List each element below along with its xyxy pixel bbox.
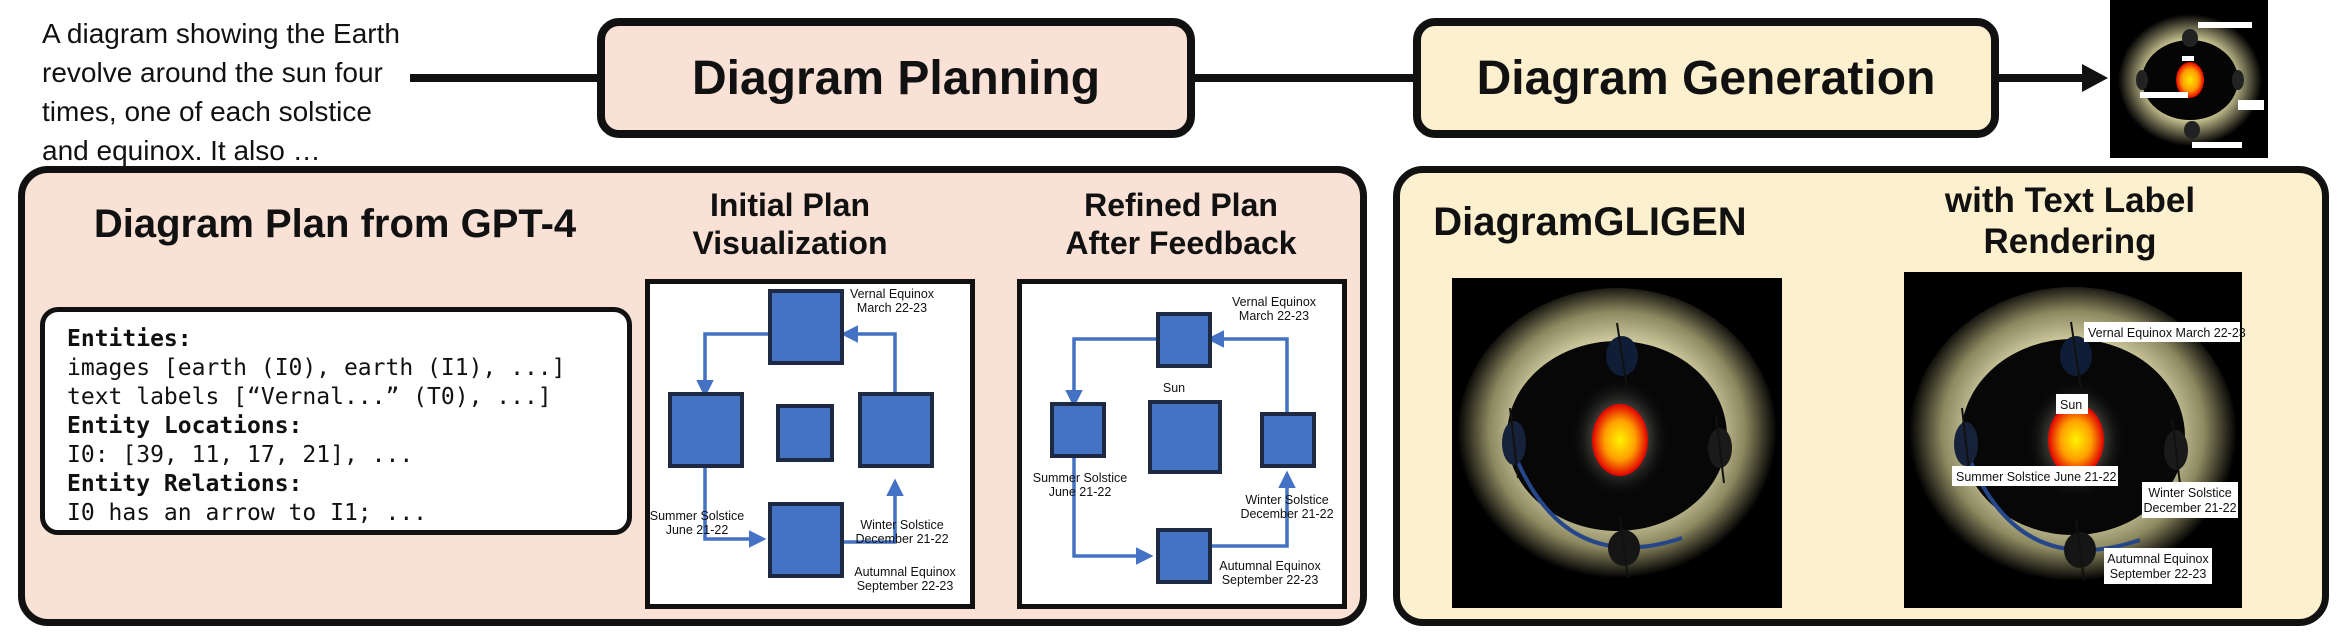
arrowhead-to-output: [2082, 64, 2108, 92]
refined-plan-title: Refined Plan After Feedback: [1016, 186, 1346, 262]
initial-plan-title-line1: Initial Plan: [709, 187, 871, 223]
refined-plan-title-line2: After Feedback: [1065, 225, 1297, 261]
code-relations-header: Entity Relations:: [67, 471, 303, 497]
text-label-rendered-image: Vernal Equinox March 22-23 Sun Summer So…: [1904, 272, 2246, 608]
diagram-generation-stage: Diagram Generation: [1413, 18, 1999, 138]
initial-plan-title: Initial Plan Visualization: [630, 186, 950, 262]
label-autumnal-line1: Autumnal Equinox: [854, 565, 956, 579]
rendered-label-autumnal-bg: [2104, 548, 2212, 584]
arrow-autumnal-to-winter: [1208, 470, 1296, 548]
entity-box-summer: [1050, 402, 1106, 458]
rendered-label-sun: Sun: [2060, 398, 2082, 412]
initial-plan-title-line2: Visualization: [692, 225, 888, 261]
arrow-autumnal-to-winter: [842, 478, 904, 544]
code-locations-line: I0: [39, 11, 17, 21], ...: [67, 442, 414, 468]
rendered-label-summer: Summer Solstice June 21-22: [1956, 470, 2117, 484]
label-autumnal-line2: September 22-23: [1222, 573, 1319, 587]
label-winter-line1: Winter Solstice: [1245, 493, 1328, 507]
label-winter-line2: December 21-22: [1240, 507, 1333, 521]
entity-box-summer: [668, 392, 744, 468]
rendered-label-winter-line2: December 21-22: [2143, 501, 2236, 515]
text-render-title-line1: with Text Label: [1944, 181, 2196, 220]
arrow-winter-to-vernal: [1206, 330, 1289, 412]
label-vernal-line2: March 22-23: [857, 301, 927, 315]
arrow-vernal-to-summer: [1065, 337, 1156, 408]
diagramgligen-title: DiagramGLIGEN: [1433, 200, 1747, 244]
diagram-planning-stage: Diagram Planning: [597, 18, 1195, 138]
text-render-title-line2: Rendering: [1983, 222, 2157, 261]
rendered-label-summer-bg: [1952, 466, 2118, 486]
label-vernal-line2: March 22-23: [1239, 309, 1309, 323]
initial-plan-visualization: Vernal Equinox March 22-23 Summer Solsti…: [645, 279, 975, 609]
rendered-label-vernal-bg: [2084, 322, 2240, 342]
entity-box-vernal: [768, 289, 844, 365]
entity-box-vernal: [1156, 312, 1212, 368]
label-sun: Sun: [1163, 381, 1185, 395]
rendered-label-autumnal-line2: September 22-23: [2110, 567, 2207, 581]
arrow-vernal-to-summer: [696, 332, 770, 398]
label-winter-line2: December 21-22: [855, 532, 948, 546]
entity-box-autumnal: [1156, 528, 1212, 584]
rendered-label-vernal: Vernal Equinox March 22-23: [2088, 326, 2246, 340]
entity-box-sun: [776, 404, 834, 462]
entity-box-winter: [1260, 412, 1316, 468]
entity-box-sun: [1148, 400, 1222, 474]
refined-plan-title-line1: Refined Plan: [1084, 187, 1278, 223]
label-autumnal-line1: Autumnal Equinox: [1219, 559, 1321, 573]
plan-title: Diagram Plan from GPT-4: [93, 202, 577, 246]
label-summer-line2: June 21-22: [666, 523, 729, 537]
label-summer-line1: Summer Solstice: [650, 509, 745, 523]
diagram-plan-code: Entities: images [earth (I0), earth (I1)…: [40, 307, 632, 535]
code-relations-line: I0 has an arrow to I1; ...: [67, 500, 428, 526]
arrow-winter-to-vernal: [840, 325, 897, 392]
code-entities-header: Entities:: [67, 326, 192, 352]
rendered-label-autumnal-line1: Autumnal Equinox: [2107, 552, 2209, 566]
rendered-label-winter-bg: [2142, 482, 2238, 518]
entity-box-autumnal: [768, 502, 844, 578]
rendered-label-winter-line1: Winter Solstice: [2148, 486, 2231, 500]
prompt-text: A diagram showing the Earth revolve arou…: [42, 18, 400, 166]
label-summer-line2: June 21-22: [1049, 485, 1112, 499]
refined-plan-visualization: Vernal Equinox March 22-23 Sun Summer So…: [1017, 279, 1347, 609]
label-autumnal-line2: September 22-23: [857, 579, 954, 593]
label-vernal-line1: Vernal Equinox: [1232, 295, 1317, 309]
code-images-line: images [earth (I0), earth (I1), ...]: [67, 355, 566, 381]
label-winter-line1: Winter Solstice: [860, 518, 943, 532]
diagramgligen-output-image: [1452, 278, 1782, 608]
entity-box-winter: [858, 392, 934, 468]
arrow-summer-to-autumnal: [1072, 457, 1154, 565]
label-vernal-line1: Vernal Equinox: [850, 287, 935, 301]
diagram-generation-label: Diagram Generation: [1476, 51, 1936, 105]
output-diagram-thumbnail: [2110, 0, 2268, 158]
arrow-summer-to-autumnal: [703, 464, 767, 548]
code-text-labels-line: text labels [“Vernal...” (T0), ...]: [67, 384, 552, 410]
text-render-title: with Text Label Rendering: [1880, 180, 2260, 262]
label-summer-line1: Summer Solstice: [1033, 471, 1128, 485]
code-locations-header: Entity Locations:: [67, 413, 303, 439]
diagram-planning-label: Diagram Planning: [691, 51, 1101, 105]
rendered-label-sun-bg: [2056, 394, 2088, 414]
